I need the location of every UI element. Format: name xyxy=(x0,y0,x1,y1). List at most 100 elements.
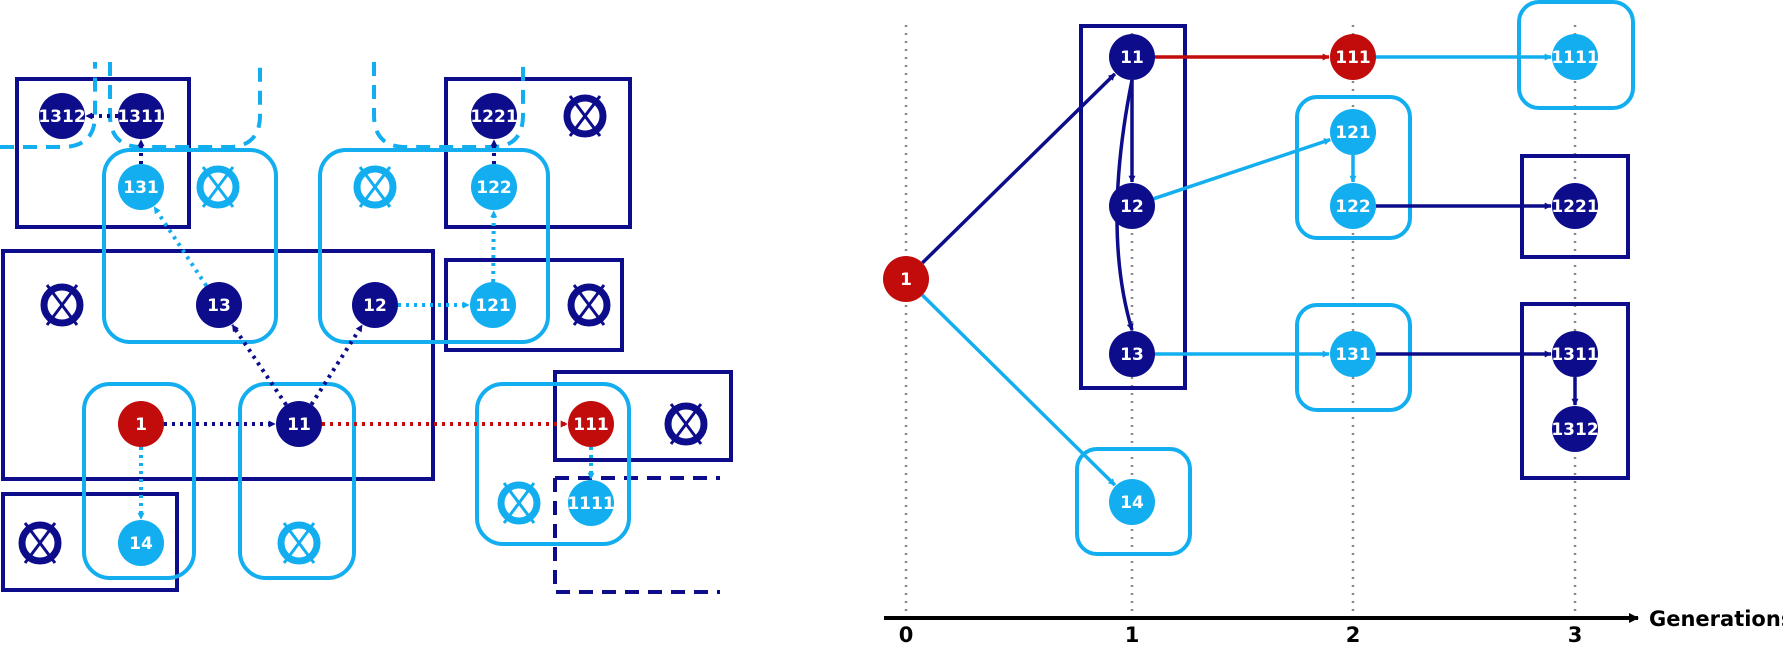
territory-11 xyxy=(1,249,435,481)
left-node-1312: 1312 xyxy=(38,93,86,139)
left-node-label-12: 12 xyxy=(363,296,387,316)
right-node-label-1312: 1312 xyxy=(1551,420,1598,440)
territory-1221 xyxy=(444,77,632,229)
right-node-label-13: 13 xyxy=(1120,345,1144,365)
territory-111 xyxy=(553,370,733,462)
left-node-label-14: 14 xyxy=(129,534,153,554)
left-node-121: 121 xyxy=(470,282,516,328)
right-light-territories xyxy=(1075,0,1635,556)
territory-1111 xyxy=(475,382,631,546)
left-node-label-121: 121 xyxy=(475,296,511,316)
right-node-11: 11 xyxy=(1109,34,1155,80)
left-node-111: 111 xyxy=(568,401,614,447)
right-node-label-1111: 1111 xyxy=(1551,48,1598,68)
right-node-131: 131 xyxy=(1330,331,1376,377)
left-node-14: 14 xyxy=(118,520,164,566)
left-node-circle-13 xyxy=(196,282,242,328)
generation-box-121-122 xyxy=(1295,95,1412,240)
left-node-circle-14 xyxy=(118,520,164,566)
left-node-12: 12 xyxy=(352,282,398,328)
right-node-label-111: 111 xyxy=(1335,48,1371,68)
generation-tick-2: 2 xyxy=(1346,623,1361,647)
generation-box-1111 xyxy=(1517,0,1635,110)
left-node-11: 11 xyxy=(276,401,322,447)
axis-title: Generations xyxy=(1649,607,1783,631)
right-node-circle-1311 xyxy=(1552,331,1598,377)
right-node-circle-1312 xyxy=(1552,406,1598,452)
right-node-label-1: 1 xyxy=(900,270,912,290)
right-node-label-122: 122 xyxy=(1335,197,1371,217)
left-node-label-1312: 1312 xyxy=(38,107,85,127)
left-node-label-1311: 1311 xyxy=(117,107,164,127)
right-node-label-12: 12 xyxy=(1120,197,1144,217)
territory-1111-dashed xyxy=(553,476,720,594)
left-edges xyxy=(85,112,595,520)
right-node-14: 14 xyxy=(1109,479,1155,525)
left-edge-11-12 xyxy=(309,324,364,406)
right-node-label-121: 121 xyxy=(1335,123,1371,143)
boundary-middle-right xyxy=(372,62,525,149)
left-node-label-11: 11 xyxy=(287,415,311,435)
territory-1 xyxy=(82,382,196,580)
right-node-circle-14 xyxy=(1109,479,1155,525)
territory-11-light xyxy=(238,382,356,580)
right-node-label-11: 11 xyxy=(1120,48,1144,68)
right-node-122: 122 xyxy=(1330,183,1376,229)
right-node-circle-12 xyxy=(1109,183,1155,229)
right-node-circle-1 xyxy=(883,256,929,302)
generation-box-1311-1312 xyxy=(1520,302,1630,480)
left-node-circle-122 xyxy=(471,164,517,210)
left-node-circle-1311 xyxy=(118,93,164,139)
right-node-1312: 1312 xyxy=(1551,406,1599,452)
generation-box-11-12-13 xyxy=(1079,24,1187,390)
left-node-1221: 1221 xyxy=(470,93,518,139)
left-edge-13-131 xyxy=(152,205,208,287)
left-dashed-boundaries xyxy=(0,62,525,149)
right-node-circle-13 xyxy=(1109,331,1155,377)
right-node-circle-122 xyxy=(1330,183,1376,229)
right-node-1: 1 xyxy=(883,256,929,302)
territory-122 xyxy=(318,148,550,344)
right-edges xyxy=(921,53,1579,487)
right-node-12: 12 xyxy=(1109,183,1155,229)
generation-tick-0: 0 xyxy=(899,623,914,647)
empty-site-icon xyxy=(567,283,611,327)
right-node-circle-11 xyxy=(1109,34,1155,80)
left-node-label-111: 111 xyxy=(573,415,609,435)
left-node-circle-1111 xyxy=(568,480,614,526)
empty-site-icon xyxy=(277,521,321,565)
right-node-1111: 1111 xyxy=(1551,34,1599,80)
generation-tick-3: 3 xyxy=(1568,623,1583,647)
right-node-label-131: 131 xyxy=(1335,345,1371,365)
empty-site-icon xyxy=(664,402,708,446)
boundary-middle-left xyxy=(108,62,262,149)
left-node-circle-121 xyxy=(470,282,516,328)
generation-gridlines xyxy=(904,25,1577,612)
left-node-circle-1221 xyxy=(471,93,517,139)
right-node-circle-1111 xyxy=(1552,34,1598,80)
generation-box-14 xyxy=(1075,447,1192,556)
right-node-label-14: 14 xyxy=(1120,493,1144,513)
right-node-label-1311: 1311 xyxy=(1551,345,1598,365)
left-node-circle-12 xyxy=(352,282,398,328)
left-node-1311: 1311 xyxy=(117,93,165,139)
left-node-label-131: 131 xyxy=(123,178,159,198)
left-empty-sites xyxy=(18,94,708,565)
left-node-label-1111: 1111 xyxy=(567,494,614,514)
right-node-circle-131 xyxy=(1330,331,1376,377)
left-node-13: 13 xyxy=(196,282,242,328)
territory-131 xyxy=(102,148,278,344)
left-edge-121-122 xyxy=(490,210,498,283)
left-node-122: 122 xyxy=(471,164,517,210)
right-node-1221: 1221 xyxy=(1551,183,1599,229)
generation-box-131 xyxy=(1295,303,1412,412)
empty-site-icon xyxy=(18,521,62,565)
left-node-label-1221: 1221 xyxy=(470,107,517,127)
empty-site-icon xyxy=(196,165,240,209)
right-node-111: 111 xyxy=(1330,34,1376,80)
territory-14 xyxy=(1,492,179,592)
